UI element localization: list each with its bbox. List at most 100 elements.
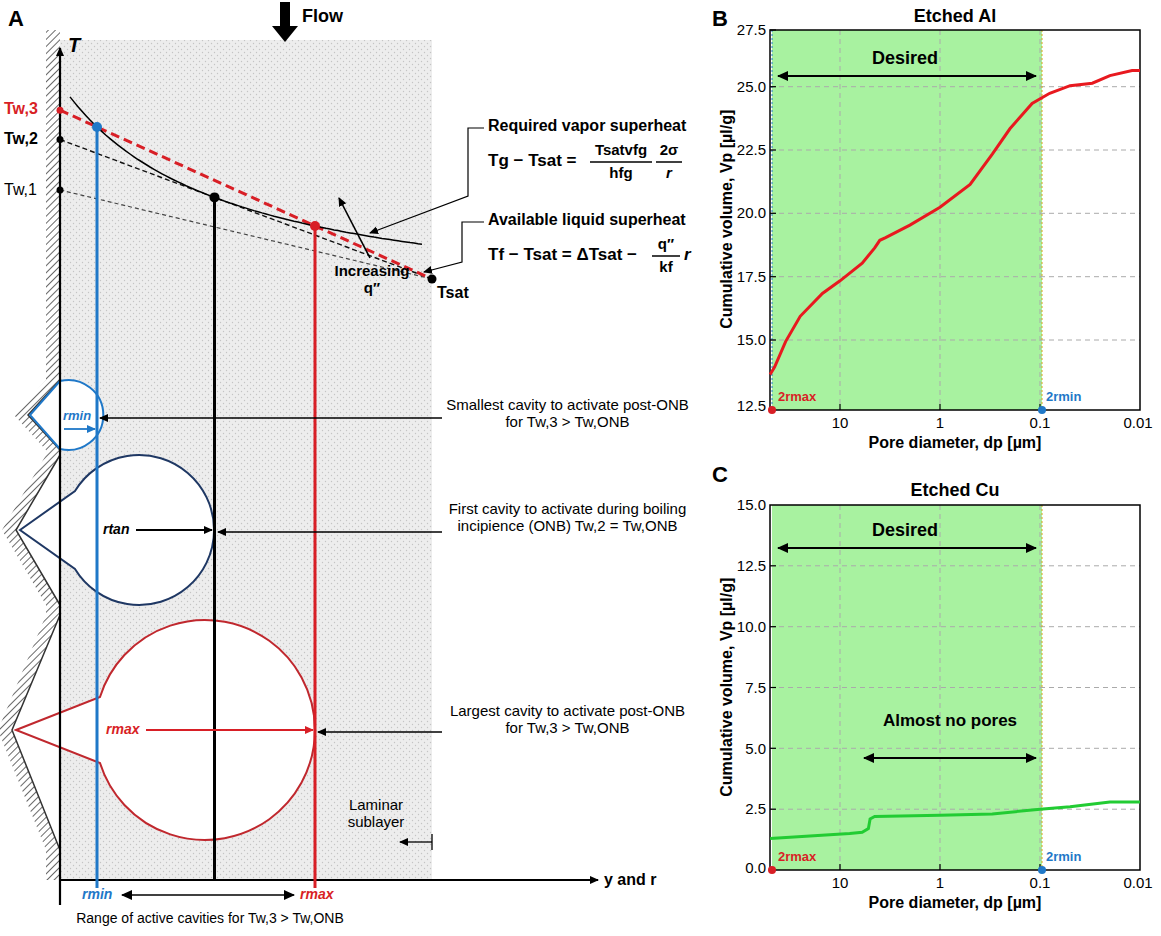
equation-term: r [656,164,682,181]
tw2-profile [60,140,432,280]
axis-title: Cumulative volume, Vp [µl/g] [718,508,736,868]
fraction-bar [590,161,652,163]
annotation: Increasing q′′ [330,262,414,297]
tick-label: 25.0 [722,78,766,95]
panel-letter: A [8,6,24,31]
rmax-dot [310,221,320,231]
ticks [770,566,1040,870]
tick-label: 10 [820,414,860,431]
tick-label: 10 [820,874,860,891]
sublayer-arrow [400,841,432,842]
tsat-label: Tsat [437,284,469,302]
equation-term: hfg [590,164,652,181]
rmin-marker [1038,866,1046,874]
flow-arrow [272,2,298,42]
callout-arrow [318,731,442,732]
tick-label: 0.1 [1020,874,1060,891]
fraction-bar [656,161,682,163]
tw3-dot [57,107,64,114]
radius-label: rtan [103,521,129,537]
rmin-line [96,127,99,880]
marker-label: 2rmax [778,390,816,405]
rtan-line [213,197,216,880]
small-bubble [30,380,103,450]
tick-label: 20.0 [722,204,766,221]
panel-letter: C [712,462,728,487]
equation-term: 2σ [656,141,682,158]
tick-label: 15.0 [722,331,766,348]
range-label: Range of active cavities for Tw,3 > Tw,O… [40,910,380,926]
tick-label: 1 [920,414,960,431]
callout-text: Smallest cavity to activate post-ONB for… [445,396,690,431]
tick-label: 0.01 [1116,414,1160,431]
equation-title: Required vapor superheat [488,117,686,135]
equation-term: Tsatvfg [590,141,652,158]
axis-title: Cumulative volume, Vp [µl/g] [718,40,736,400]
equation-term: Tg − Tsat = [488,151,577,171]
wall-temp-label: Tw,2 [4,130,38,148]
region-label: Desired [820,520,990,541]
callout-arrow [218,531,442,532]
radius-label: rmin [63,409,91,424]
desired-arrow [778,547,1036,549]
grid [770,505,1140,870]
marker-label: 2rmin [1046,390,1081,405]
rmin-dot [92,122,102,132]
fraction-bar [652,255,680,257]
axis-label: T [68,34,80,57]
no-pores-arrow [864,757,1036,759]
tick-label: 10.0 [722,618,766,635]
region-label: Desired [820,48,990,69]
plot-title: Etched Al [770,6,1140,27]
callout-text: Largest cavity to activate post-ONB for … [445,702,690,737]
tick-label: 0.0 [722,859,766,876]
tick-label: 17.5 [722,268,766,285]
marker-label: 2rmin [1046,850,1081,865]
cu-curve [770,802,1140,839]
plot-title: Etched Cu [770,480,1140,501]
equation-term: kf [652,258,680,275]
tick-label: 15.0 [722,496,766,513]
rtan-arrow [136,529,212,531]
annotation: Almost no pores [880,711,1020,731]
equation-term: Tf − Tsat = ΔTsat − [488,245,637,265]
edge-line [1042,30,1043,410]
rmin-arrow [64,428,95,430]
flow-label: Flow [302,6,343,27]
marker-label: 2rmax [778,850,816,865]
leader-line [424,222,484,272]
leader-line [370,128,484,233]
plot-frame [770,30,1140,410]
rmin-marker [1038,406,1046,414]
y-axis [60,879,598,881]
tick-label: 1 [920,874,960,891]
grid [770,30,1140,410]
axis-title: Pore diameter, dp [µm] [770,894,1140,912]
tw3-profile [60,110,432,279]
tick-label: 0.1 [1020,414,1060,431]
axis-label: y and r [604,871,656,889]
callout-text: First cavity to activate during boiling … [445,500,690,535]
tick-label: 2.5 [722,800,766,817]
ticks [770,30,1040,410]
desired-arrow [778,75,1036,77]
tick-label: 7.5 [722,679,766,696]
region-label: Laminar sublayer [322,796,430,831]
increasing-arrow [339,198,370,258]
vapor-superheat-curve [70,97,422,244]
radius-label: rmin [82,886,112,902]
rmax-marker [768,406,776,414]
tangent-bubble [20,455,214,605]
rmax-line [314,226,317,880]
wall-temp-label: Tw,3 [4,100,38,118]
rmax-marker [768,866,776,874]
al-curve [770,71,1140,375]
axis-title: Pore diameter, dp [µm] [770,434,1140,452]
tick-label: 5.0 [722,740,766,757]
rmax-arrow [146,729,313,731]
edge-line [1042,505,1043,870]
tick-label: 12.5 [722,557,766,574]
tick-label: 0.01 [1116,874,1160,891]
